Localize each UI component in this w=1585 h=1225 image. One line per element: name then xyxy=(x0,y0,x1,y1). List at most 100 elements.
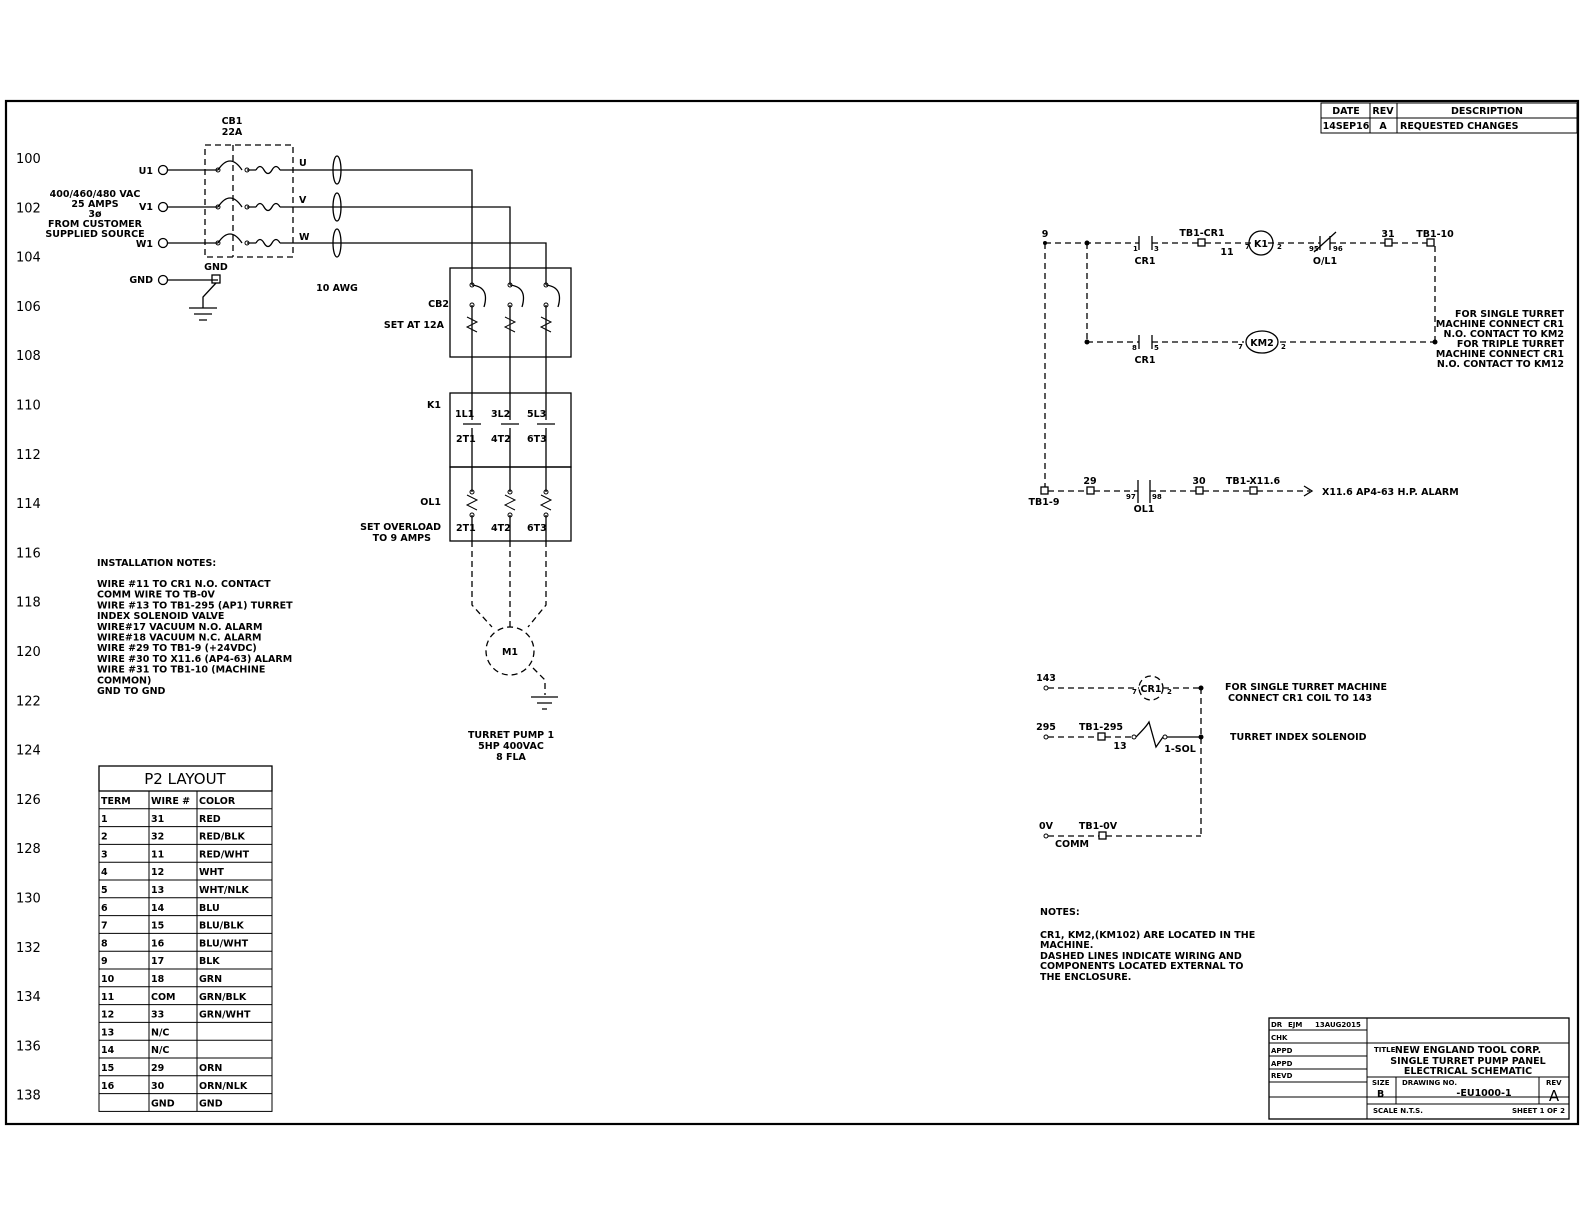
svg-text:2: 2 xyxy=(1281,343,1286,351)
p2-table-cell: 33 xyxy=(151,1010,164,1021)
p2-table-cell: WHT xyxy=(199,867,224,878)
svg-text:3: 3 xyxy=(1154,245,1159,253)
sheet-label: SHEET 1 OF 2 xyxy=(1512,1107,1565,1115)
p2-table-cell: BLU/BLK xyxy=(199,921,244,932)
motor-desc-line2: 5HP 400VAC xyxy=(478,741,544,752)
scale-label: SCALE N.T.S. xyxy=(1373,1107,1423,1115)
installation-note-line: WIRE #13 TO TB1-295 (AP1) TURRET xyxy=(97,600,293,611)
cr1-contact-1-label: CR1 xyxy=(1135,256,1156,267)
p2-table-cell: 12 xyxy=(151,867,164,878)
ol1-label: OL1 xyxy=(420,497,441,508)
terminal-gnd xyxy=(157,274,169,286)
terminal-v1-label: V1 xyxy=(139,202,153,213)
p2-table-cell: GRN/WHT xyxy=(199,1010,251,1021)
p2-header-cell: COLOR xyxy=(199,796,236,807)
terminal-tb1-cr1 xyxy=(1197,238,1206,247)
row-number: 114 xyxy=(16,497,41,512)
k1-terminal-2t1: 2T1 xyxy=(456,434,476,445)
row-number: 138 xyxy=(16,1089,41,1104)
overload-setting-line1: SET OVERLOAD xyxy=(360,522,441,533)
p2-table-cell: ORN/NLK xyxy=(199,1081,248,1092)
svg-text:FOR TRIPLE TURRET: FOR TRIPLE TURRET xyxy=(1457,339,1565,350)
installation-note-line: WIRE #11 TO CR1 N.O. CONTACT xyxy=(97,579,271,590)
ground-symbol xyxy=(189,282,217,321)
tb1-x116-label: TB1-X11.6 xyxy=(1226,476,1281,487)
row-number: 100 xyxy=(16,152,41,167)
svg-text:FOR SINGLE TURRET: FOR SINGLE TURRET xyxy=(1455,309,1564,320)
svg-text:5: 5 xyxy=(1154,344,1159,352)
cr1-coil xyxy=(1138,675,1164,701)
appd-label: APPD xyxy=(1271,1060,1293,1068)
cr1-contact-2-label: CR1 xyxy=(1135,355,1156,366)
cable-marker xyxy=(332,155,342,185)
cr1-connection-note: FOR SINGLE TURRET MACHINE CONNECT CR1 N.… xyxy=(1436,309,1565,370)
solenoid-1-sol xyxy=(1135,720,1164,749)
p2-table-cell: 32 xyxy=(151,832,164,843)
title-line3: ELECTRICAL SCHEMATIC xyxy=(1404,1066,1532,1077)
rev-letter: A xyxy=(1379,121,1387,132)
p2-table-cell: 1 xyxy=(101,814,108,825)
wire-13-label: 13 xyxy=(1113,741,1126,752)
dr-name: EJM xyxy=(1288,1021,1302,1029)
power-circuit: CB1 22A 400/460/480 VAC 25 AMPS 3ø FROM … xyxy=(45,116,572,763)
motor-ground-symbol xyxy=(531,696,558,710)
terminal-w1-label: W1 xyxy=(136,239,153,250)
p2-table-cell: 18 xyxy=(151,974,165,985)
p2-header-cell: TERM xyxy=(101,796,131,807)
tb1-9-label: TB1-9 xyxy=(1029,497,1060,508)
p2-table-cell: ORN xyxy=(199,1063,222,1074)
row-number: 136 xyxy=(16,1039,41,1054)
row-number: 130 xyxy=(16,892,41,907)
p2-table-cell: 6 xyxy=(101,903,108,914)
row-number: 106 xyxy=(16,300,41,315)
p2-table-cell: 7 xyxy=(101,921,108,932)
p2-table-cell: WHT/NLK xyxy=(199,885,249,896)
wire-29-label: 29 xyxy=(1083,476,1096,487)
installation-note-line: COMM WIRE TO TB-0V xyxy=(97,590,216,601)
p2-header-cell: WIRE # xyxy=(151,796,190,807)
ol1-nc-contact xyxy=(1313,231,1337,253)
notes-line: DASHED LINES INDICATE WIRING AND xyxy=(1040,951,1242,962)
notes-line: COMPONENTS LOCATED EXTERNAL TO xyxy=(1040,961,1243,972)
svg-text:8: 8 xyxy=(1132,344,1137,352)
svg-text:7: 7 xyxy=(1245,243,1250,251)
installation-note-line: INDEX SOLENOID VALVE xyxy=(97,611,224,622)
phase-v-label: V xyxy=(299,195,307,206)
dr-date: 13AUG2015 xyxy=(1315,1021,1361,1029)
terminal-tb1-0v xyxy=(1098,831,1107,840)
alarm-arrow xyxy=(1303,485,1314,497)
row-number: 112 xyxy=(16,448,41,463)
rev-value: A xyxy=(1549,1087,1560,1105)
wire-30-label: 30 xyxy=(1192,476,1206,487)
p2-table-cell: 13 xyxy=(151,885,164,896)
installation-note-line: WIRE#18 VACUUM N.C. ALARM xyxy=(97,633,262,644)
cb2-breakers xyxy=(465,272,561,357)
terminal-tb1-9 xyxy=(1040,486,1049,495)
p2-table-cell: 16 xyxy=(151,938,165,949)
p2-table-cell: N/C xyxy=(151,1027,169,1038)
cb1-rating: 22A xyxy=(222,127,243,138)
motor-ground-lead xyxy=(532,667,546,695)
turret-index-solenoid-label: TURRET INDEX SOLENOID xyxy=(1230,732,1367,743)
tb1-10-label: TB1-10 xyxy=(1416,229,1454,240)
installation-notes-title: INSTALLATION NOTES: xyxy=(97,558,216,569)
motor-desc-line1: TURRET PUMP 1 xyxy=(468,730,554,741)
rev-label: REV xyxy=(1546,1079,1562,1087)
p2-table-cell: BLK xyxy=(199,956,220,967)
p2-table-cell: 11 xyxy=(101,992,114,1003)
svg-text:N.O. CONTACT TO KM12: N.O. CONTACT TO KM12 xyxy=(1437,359,1564,370)
row-number: 102 xyxy=(16,201,41,216)
svg-text:2: 2 xyxy=(1277,243,1282,251)
motor-desc-line3: 8 FLA xyxy=(496,752,526,763)
cr1-coil-label: CR1 xyxy=(1141,684,1162,695)
k1-terminal-4t2: 4T2 xyxy=(491,434,511,445)
svg-text:MACHINE CONNECT CR1: MACHINE CONNECT CR1 xyxy=(1436,319,1564,330)
alarm-label: X11.6 AP4-63 H.P. ALARM xyxy=(1322,487,1459,498)
tb1-cr1-label: TB1-CR1 xyxy=(1179,228,1224,239)
p2-table-cell: 16 xyxy=(101,1081,115,1092)
drawing-border xyxy=(4,99,1580,1126)
p2-table-cell: GRN/BLK xyxy=(199,992,247,1003)
p2-table-cell: RED/WHT xyxy=(199,849,250,860)
wire-gauge-label: 10 AWG xyxy=(316,283,358,294)
svg-text:2: 2 xyxy=(1167,688,1172,696)
